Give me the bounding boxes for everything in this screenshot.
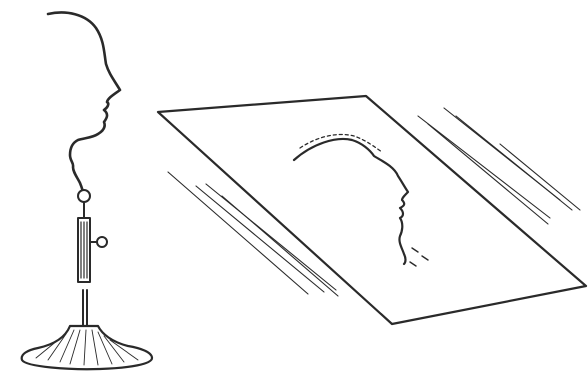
glass-plate-outline [158,96,586,324]
traced-profile-chin-ticks [410,248,428,266]
profile-wire-on-stand-icon [22,13,152,370]
glass-reflection-lines-right [418,108,580,224]
thumb-screw-icon [90,237,107,247]
stand-base [22,326,152,369]
stand-clamp-sleeve [78,218,90,282]
traced-profile-outline [294,139,408,264]
wire-joint-knob [78,190,90,202]
glass-plate-with-profile-icon [158,96,586,324]
stand-lower-rod [83,290,87,326]
head-profile-wire [48,13,120,193]
glass-reflection-lines-left [168,172,338,296]
